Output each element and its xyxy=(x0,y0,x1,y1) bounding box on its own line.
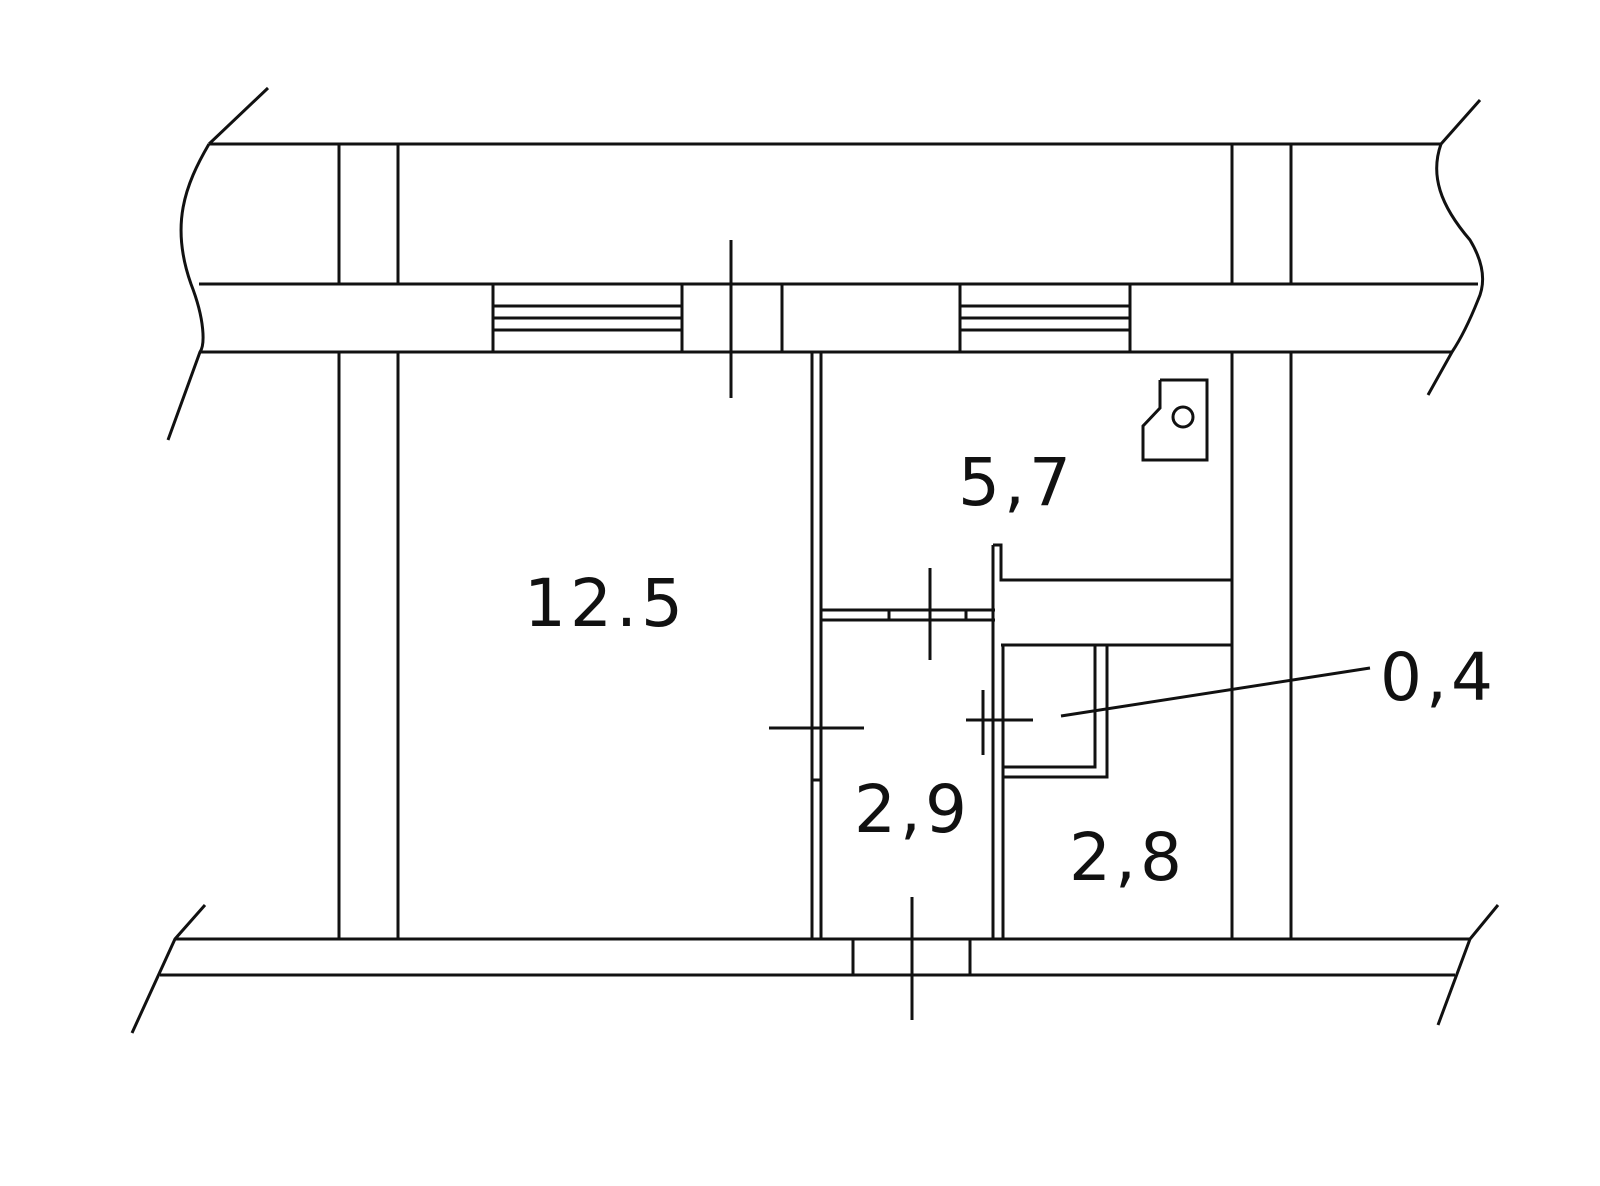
bathroom-walls xyxy=(966,645,1371,939)
room-area-label: 12.5 xyxy=(524,565,687,642)
window-left xyxy=(493,304,682,332)
window-right xyxy=(960,304,1130,332)
closet-area-label: 0,4 xyxy=(1380,639,1497,716)
hall-area-label: 2,9 xyxy=(854,771,971,848)
bottom-wall xyxy=(130,897,1500,1034)
top-wall xyxy=(199,284,1452,354)
boiler-icon xyxy=(1141,378,1209,462)
right-wall xyxy=(1230,352,1293,939)
kitchen-area-label: 5,7 xyxy=(958,444,1075,521)
partition-kitchen-hall xyxy=(821,568,995,660)
kitchen-counter xyxy=(991,543,1232,939)
top-slab xyxy=(166,86,1484,441)
bathroom-area-label: 2,8 xyxy=(1069,819,1186,896)
partition-room xyxy=(769,352,864,939)
left-wall xyxy=(337,352,400,939)
